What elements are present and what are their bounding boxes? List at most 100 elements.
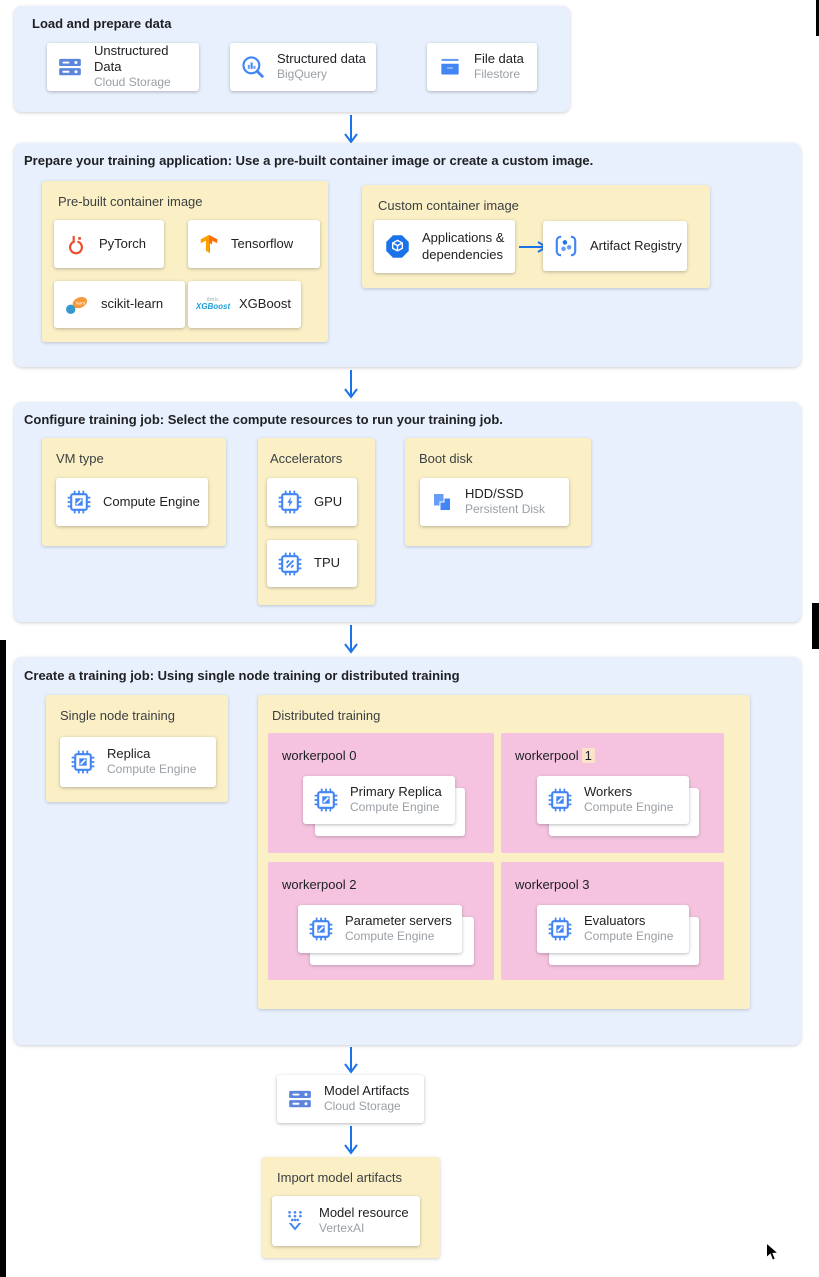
distributed-training-box: Distributed training workerpool 0 Primar… xyxy=(258,695,750,1009)
card-subtitle: Compute Engine xyxy=(350,800,440,815)
scikit-learn-icon: learn xyxy=(64,292,90,318)
prebuilt-container-box: Pre-built container image PyTorch Tensor… xyxy=(42,181,328,342)
flow-arrow-down-icon xyxy=(344,625,358,654)
flow-arrow-down-icon xyxy=(344,115,358,144)
card-title: File data xyxy=(474,51,524,67)
tensorflow-icon xyxy=(198,233,220,255)
pytorch-icon xyxy=(64,232,88,256)
card-replica: Replica Compute Engine xyxy=(60,737,216,787)
card-title: XGBoost xyxy=(239,296,292,312)
card-unstructured-data: Unstructured Data Cloud Storage xyxy=(47,43,199,91)
card-title: Primary Replica xyxy=(350,784,442,800)
card-tpu: TPU xyxy=(267,540,357,587)
workerpool-number-badge: 1 xyxy=(581,748,595,763)
card-parameter-servers: Parameter servers Compute Engine xyxy=(298,905,462,953)
card-workers: Workers Compute Engine xyxy=(537,776,689,824)
card-title: PyTorch xyxy=(99,235,146,251)
custom-container-box: Custom container image Applications & de… xyxy=(362,185,710,288)
card-compute-engine: Compute Engine xyxy=(56,478,208,526)
tpu-chip-icon xyxy=(277,551,303,577)
card-artifact-registry: Artifact Registry xyxy=(543,221,687,271)
xgboost-icon: dmlc XGBoost xyxy=(195,297,231,311)
card-subtitle: BigQuery xyxy=(277,67,328,82)
filestore-icon xyxy=(437,54,463,80)
compute-engine-icon xyxy=(70,749,96,775)
box-title: Distributed training xyxy=(272,708,381,723)
card-subtitle: Cloud Storage xyxy=(94,75,171,90)
workerpool-label: workerpool 3 xyxy=(515,877,590,892)
card-subtitle: Compute Engine xyxy=(107,762,197,777)
box-title: Accelerators xyxy=(270,451,343,466)
xgboost-logo-text: XGBoost xyxy=(195,302,231,311)
card-subtitle: Filestore xyxy=(474,67,521,82)
workerpool-label: workerpool 0 xyxy=(282,748,357,763)
import-model-artifacts-box: Import model artifacts Model resource Ve… xyxy=(262,1157,440,1258)
compute-engine-icon xyxy=(547,916,573,942)
section-configure-job: Configure training job: Select the compu… xyxy=(14,402,801,622)
card-subtitle: Compute Engine xyxy=(345,929,435,944)
section-title: Configure training job: Select the compu… xyxy=(24,412,503,427)
artifact-registry-icon xyxy=(553,233,579,259)
card-title: Evaluators xyxy=(584,913,646,929)
applications-dependencies-icon xyxy=(384,233,411,260)
card-title: GPU xyxy=(314,493,343,509)
card-title: Replica xyxy=(107,746,151,762)
section-title: Create a training job: Using single node… xyxy=(24,668,460,683)
card-tensorflow: Tensorflow xyxy=(188,220,320,268)
card-subtitle: Cloud Storage xyxy=(324,1099,401,1114)
workerpool-3: workerpool 3 Evaluators Compute Engine xyxy=(501,862,724,980)
xgboost-logo-small-text: dmlc xyxy=(206,297,220,303)
box-title: Single node training xyxy=(60,708,175,723)
card-primary-replica: Primary Replica Compute Engine xyxy=(303,776,455,824)
box-title: Boot disk xyxy=(419,451,473,466)
workerpool-label: workerpool 2 xyxy=(282,877,357,892)
card-subtitle: Compute Engine xyxy=(584,800,674,815)
card-gpu: GPU xyxy=(267,478,357,526)
card-title: scikit-learn xyxy=(101,296,164,312)
box-title: Custom container image xyxy=(378,198,519,213)
flow-arrow-down-icon xyxy=(344,370,358,399)
card-title: HDD/SSD xyxy=(465,486,524,502)
card-title: Structured data xyxy=(277,51,366,67)
card-title: Compute Engine xyxy=(103,493,200,509)
card-evaluators: Evaluators Compute Engine xyxy=(537,905,689,953)
sklearn-script-text: learn xyxy=(76,300,86,305)
section-prepare-application: Prepare your training application: Use a… xyxy=(14,143,801,367)
card-hdd-ssd: HDD/SSD Persistent Disk xyxy=(420,478,569,526)
card-model-resource: Model resource VertexAI xyxy=(272,1196,420,1246)
screen-edge-artifact xyxy=(816,0,819,36)
bigquery-icon xyxy=(240,54,266,80)
workerpool-0: workerpool 0 Primary Replica Compute Eng… xyxy=(268,733,494,853)
card-title: Artifact Registry xyxy=(590,237,682,253)
card-title: Parameter servers xyxy=(345,913,452,929)
card-subtitle: Compute Engine xyxy=(584,929,674,944)
mouse-cursor-icon xyxy=(766,1242,780,1261)
flow-arrow-down-icon xyxy=(344,1126,358,1155)
flow-arrow-down-icon xyxy=(344,1047,358,1074)
card-title: Model Artifacts xyxy=(324,1083,410,1099)
workerpool-2: workerpool 2 Parameter servers Compute E… xyxy=(268,862,494,980)
workerpool-label: workerpool xyxy=(515,748,579,763)
card-subtitle: Persistent Disk xyxy=(465,502,546,517)
vm-type-box: VM type Compute Engine xyxy=(42,438,226,546)
card-xgboost: dmlc XGBoost XGBoost xyxy=(188,281,301,328)
box-title: Import model artifacts xyxy=(277,1170,402,1185)
section-create-job: Create a training job: Using single node… xyxy=(14,657,801,1045)
card-title: Tensorflow xyxy=(231,235,294,251)
card-model-artifacts: Model Artifacts Cloud Storage xyxy=(277,1075,424,1123)
card-file-data: File data Filestore xyxy=(427,43,537,91)
card-title: Unstructured Data xyxy=(94,42,169,75)
card-title: Applications & dependencies xyxy=(422,230,505,262)
box-title: VM type xyxy=(56,451,104,466)
card-structured-data: Structured data BigQuery xyxy=(230,43,376,91)
section-title: Prepare your training application: Use a… xyxy=(24,153,594,168)
card-title: TPU xyxy=(314,555,340,571)
card-scikit-learn: learn scikit-learn xyxy=(54,281,185,328)
card-pytorch: PyTorch xyxy=(54,220,164,268)
compute-engine-icon xyxy=(308,916,334,942)
card-title: Model resource xyxy=(319,1205,409,1221)
vertex-ai-model-icon xyxy=(282,1208,308,1234)
compute-engine-icon xyxy=(313,787,339,813)
card-applications-dependencies: Applications & dependencies xyxy=(374,220,515,273)
